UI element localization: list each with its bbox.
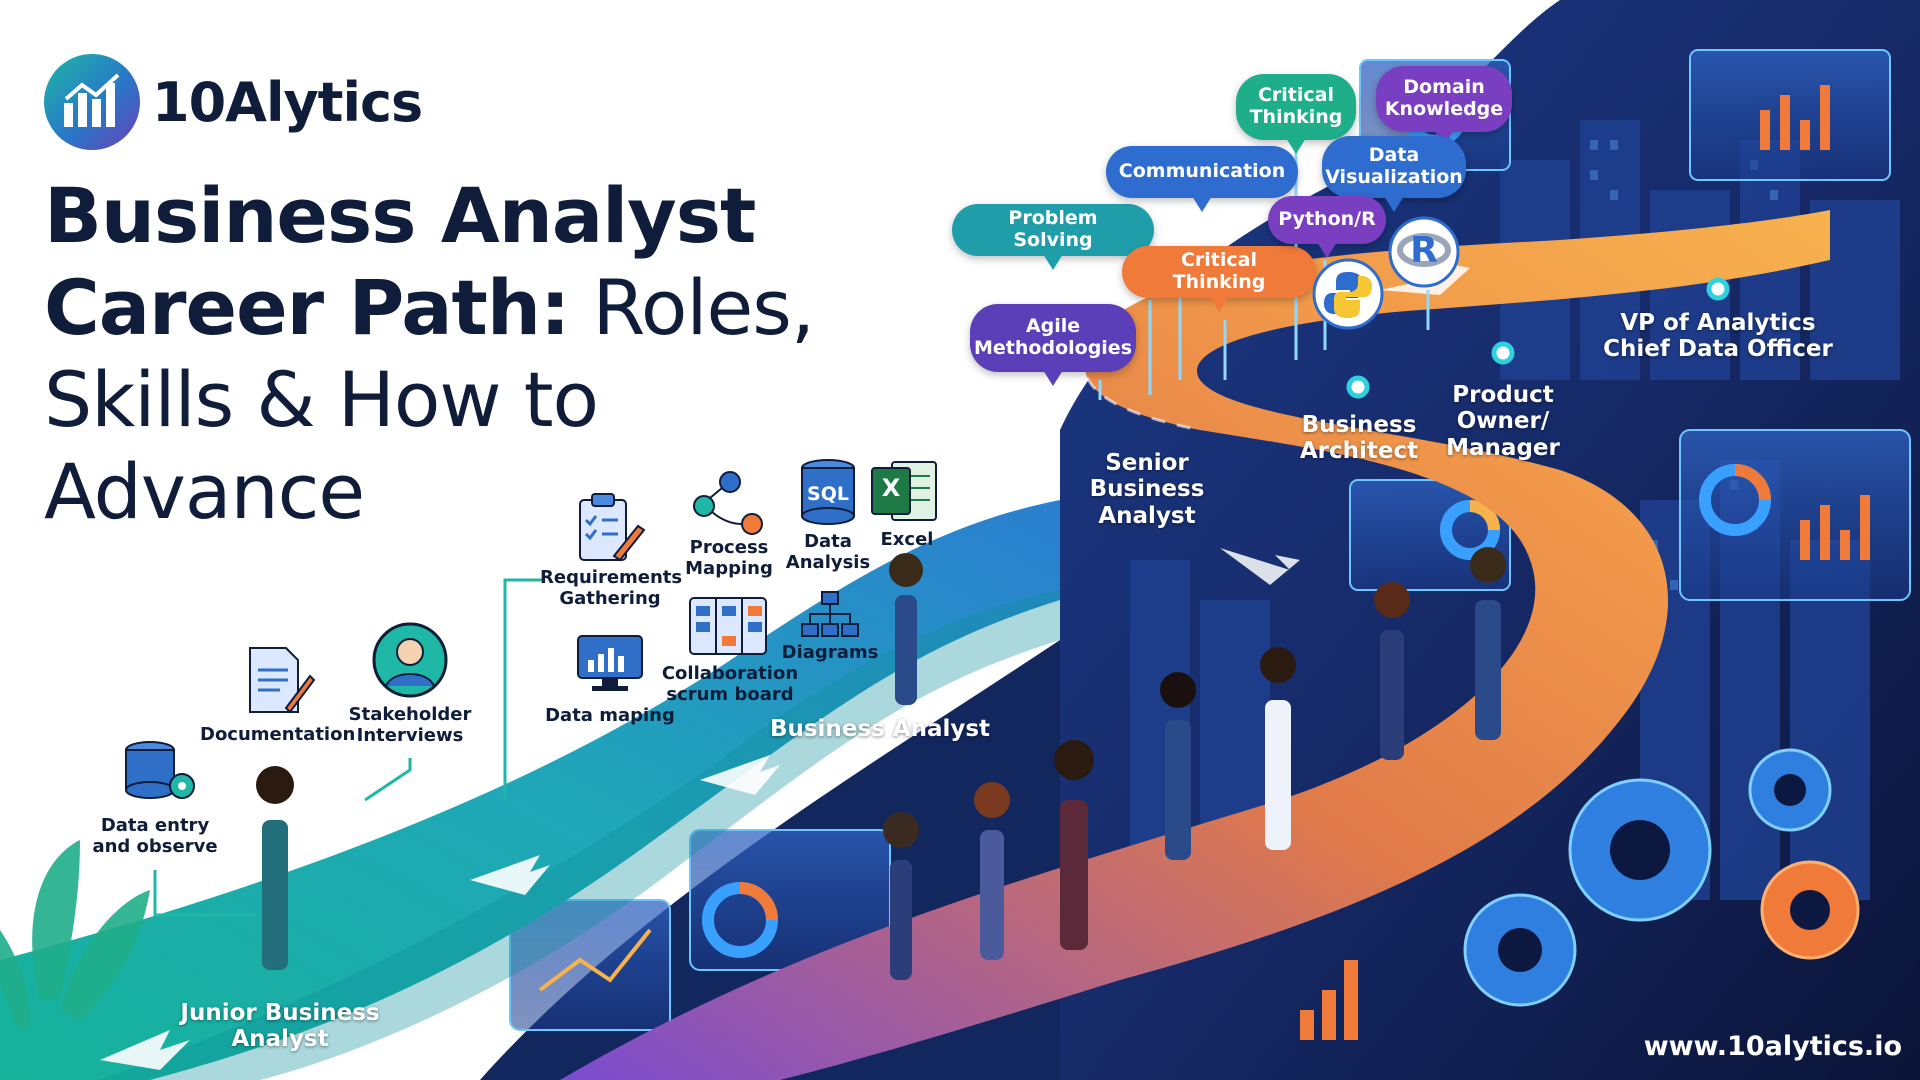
skill-domain-knowledge: Domain Knowledge <box>1376 66 1512 146</box>
label-excel: Excel <box>880 529 934 550</box>
bar-chart-logo-icon <box>44 54 140 150</box>
title-line2-light: Roles, <box>569 263 816 352</box>
scrum-board-icon <box>688 596 768 662</box>
label-process-mapping: Process Mapping <box>685 537 773 579</box>
sql-database-icon <box>798 458 858 532</box>
label-data-analysis: Data Analysis <box>785 531 871 573</box>
page-title: Business Analyst Career Path: Roles, Ski… <box>44 170 904 538</box>
sql-badge-text: SQL <box>807 483 849 505</box>
skill-python-r: Python/R <box>1268 196 1386 258</box>
stakeholder-avatar-icon <box>370 620 450 704</box>
role-senior-business-analyst: Senior Business Analyst <box>1089 450 1205 529</box>
label-stakeholder-interviews: Stakeholder Interviews <box>348 704 472 746</box>
database-gear-icon <box>120 738 200 812</box>
document-icon <box>246 646 316 722</box>
skill-agile-methodologies: Agile Methodologies <box>970 304 1136 386</box>
title-line2-bold: Career Path: <box>44 263 570 352</box>
r-badge-text: R <box>1410 230 1438 271</box>
role-product-owner-manager: Product Owner/ Manager <box>1446 382 1560 461</box>
role-business-analyst: Business Analyst <box>769 716 991 742</box>
role-vp-analytics-cdo: VP of Analytics Chief Data Officer <box>1603 310 1833 363</box>
title-line4: Advance <box>44 447 365 536</box>
label-collaboration-scrum-board: Collaboration scrum board <box>661 663 799 705</box>
clipboard-checklist-icon <box>574 492 646 568</box>
label-data-entry: Data entry and observe <box>92 815 218 857</box>
role-business-architect: Business Architect <box>1299 412 1419 465</box>
excel-icon <box>870 458 940 528</box>
title-line1: Business Analyst <box>44 171 756 260</box>
excel-badge-text: X <box>881 474 901 502</box>
hierarchy-diagram-icon <box>798 590 862 644</box>
brand: 10Alytics <box>44 54 423 150</box>
skill-critical-thinking-top: Critical Thinking <box>1236 74 1356 154</box>
skill-problem-solving: Problem Solving <box>952 204 1154 270</box>
label-data-maping: Data maping <box>545 705 675 726</box>
website-url[interactable]: www.10alytics.io <box>1643 1031 1902 1062</box>
label-documentation: Documentation <box>200 724 356 745</box>
python-logo-icon <box>1312 258 1384 334</box>
skill-data-visualization: Data Visualization <box>1322 136 1466 212</box>
monitor-chart-icon <box>574 632 646 700</box>
brand-name: 10Alytics <box>152 70 423 134</box>
skill-communication: Communication <box>1106 146 1298 212</box>
label-requirements-gathering: Requirements Gathering <box>540 567 683 609</box>
skill-critical-thinking: Critical Thinking <box>1122 246 1316 312</box>
label-diagrams: Diagrams <box>781 642 879 663</box>
role-junior-business-analyst: Junior Business Analyst <box>180 1000 380 1053</box>
process-flow-icon <box>690 470 770 540</box>
r-language-logo-icon <box>1388 216 1460 292</box>
title-line3: Skills & How to <box>44 355 599 444</box>
